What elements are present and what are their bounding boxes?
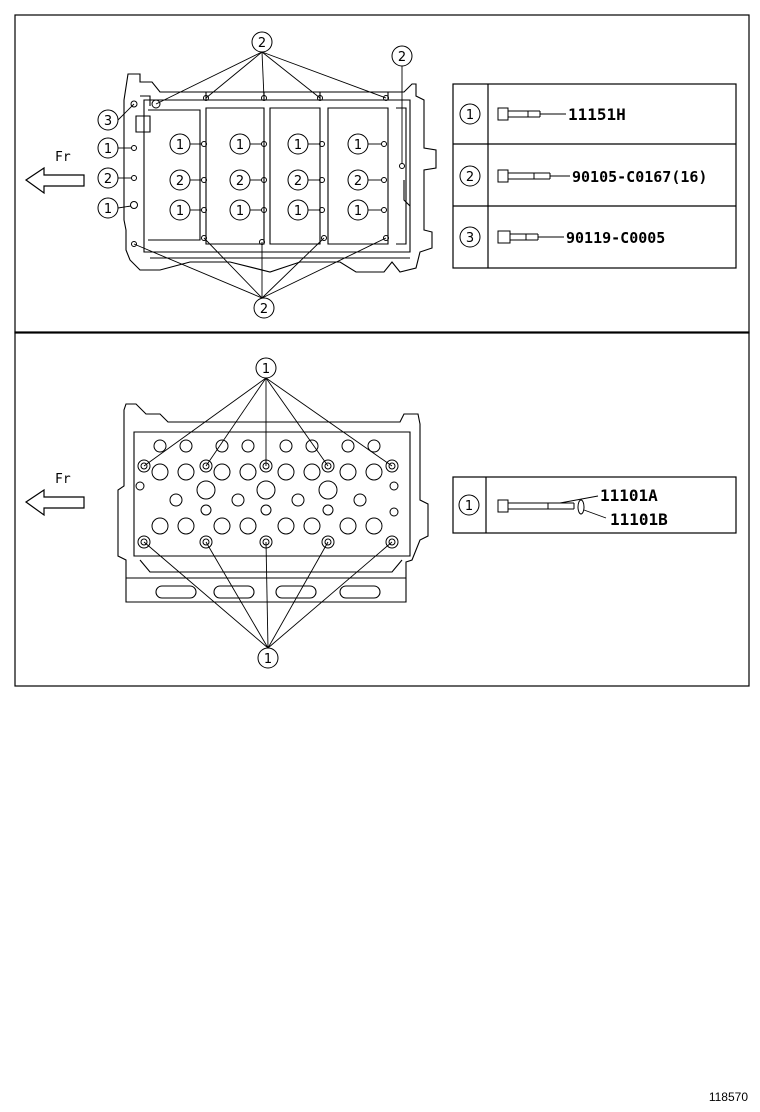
front-label-top: Fr xyxy=(55,150,71,165)
callout-1-left-b: 1 xyxy=(97,197,119,219)
part-number: 90105-C0167(16) xyxy=(572,168,707,186)
callout-2-left: 2 xyxy=(97,167,119,189)
part-number: 11151H xyxy=(568,105,626,124)
bottom-leader-lines xyxy=(143,377,393,649)
bolt-icon xyxy=(497,230,539,244)
callout-2-c2r2: 2 xyxy=(229,169,251,191)
top-short-leaders xyxy=(117,143,382,211)
callout-label: 1 xyxy=(104,142,112,157)
part-number: 90119-C0005 xyxy=(566,229,665,247)
callout-1-c3r3: 1 xyxy=(287,199,309,221)
callout-2-top: 2 xyxy=(251,31,273,53)
cam-housing-drawing xyxy=(123,73,437,273)
bolt-icon xyxy=(497,107,541,121)
bottom-legend-row: 1 11101A 11101B xyxy=(458,486,668,529)
bottom-legend-table xyxy=(452,476,737,534)
callout-label: 1 xyxy=(354,138,362,153)
callout-label: 2 xyxy=(398,50,406,65)
callout-label: 2 xyxy=(236,174,244,189)
figure-number: 118570 xyxy=(708,1090,748,1104)
callout-1-bottom-top: 1 xyxy=(255,357,277,379)
callout-1-c2r1: 1 xyxy=(229,133,251,155)
callout-1-c4r1: 1 xyxy=(347,133,369,155)
legend-row-3: 3 90119-C0005 xyxy=(459,226,665,248)
callout-2-c1r2: 2 xyxy=(169,169,191,191)
callout-label: 1 xyxy=(354,204,362,219)
callout-2-c4r2: 2 xyxy=(347,169,369,191)
callout-2-c3r2: 2 xyxy=(287,169,309,191)
legend-row-1: 1 11151H xyxy=(459,103,626,125)
callout-label: 2 xyxy=(104,172,112,187)
top-bolt-holes xyxy=(130,95,405,247)
top-callouts: 2 2 2 3 1 2 1 1 2 1 1 2 1 1 2 1 1 2 1 xyxy=(97,31,413,319)
callout-2-right: 2 xyxy=(391,45,413,67)
bottom-callouts: 1 1 xyxy=(255,357,279,669)
part-number-a: 11101A xyxy=(600,486,658,505)
part-number-b: 11101B xyxy=(610,510,668,529)
legend-num: 3 xyxy=(466,231,474,246)
callout-1-c1r1: 1 xyxy=(169,133,191,155)
callout-1-c1r3: 1 xyxy=(169,199,191,221)
callout-label: 3 xyxy=(104,114,112,129)
callout-1-c2r3: 1 xyxy=(229,199,251,221)
callout-1-c3r1: 1 xyxy=(287,133,309,155)
callout-3: 3 xyxy=(97,109,119,131)
callout-label: 1 xyxy=(294,204,302,219)
head-bolt-icon xyxy=(497,499,575,513)
callout-label: 1 xyxy=(262,362,270,377)
callout-label: 2 xyxy=(294,174,302,189)
legend-row-2: 2 90105-C0167(16) xyxy=(459,165,707,187)
legend-num: 1 xyxy=(466,108,474,123)
cylinder-head-drawing xyxy=(117,403,429,603)
callout-label: 1 xyxy=(104,202,112,217)
front-arrow-top xyxy=(24,166,85,195)
top-legend-table xyxy=(452,83,737,269)
callout-label: 1 xyxy=(176,138,184,153)
callout-label: 2 xyxy=(354,174,362,189)
top-legend-rows: 1 11151H 2 90105-C0167(16) 3 xyxy=(459,103,707,248)
callout-label: 1 xyxy=(264,652,272,667)
bottom-panel-border xyxy=(14,331,750,687)
front-label-bottom: Fr xyxy=(55,472,71,487)
callout-label: 2 xyxy=(258,36,266,51)
legend-num: 1 xyxy=(465,499,473,514)
callout-label: 1 xyxy=(236,204,244,219)
washer-icon xyxy=(577,499,585,515)
callout-label: 1 xyxy=(176,204,184,219)
callout-label: 2 xyxy=(260,302,268,317)
bolt-icon xyxy=(497,169,551,183)
callout-label: 1 xyxy=(236,138,244,153)
front-arrow-bottom xyxy=(24,488,85,517)
top-panel-border xyxy=(14,14,750,334)
callout-label: 1 xyxy=(294,138,302,153)
legend-num: 2 xyxy=(466,170,474,185)
callout-2-bottom: 2 xyxy=(253,297,275,319)
top-leader-lines xyxy=(117,51,403,299)
callout-1-bottom-bottom: 1 xyxy=(257,647,279,669)
callout-1-left-a: 1 xyxy=(97,137,119,159)
callout-label: 2 xyxy=(176,174,184,189)
callout-1-c4r3: 1 xyxy=(347,199,369,221)
cylinder-head-ports xyxy=(135,439,399,549)
